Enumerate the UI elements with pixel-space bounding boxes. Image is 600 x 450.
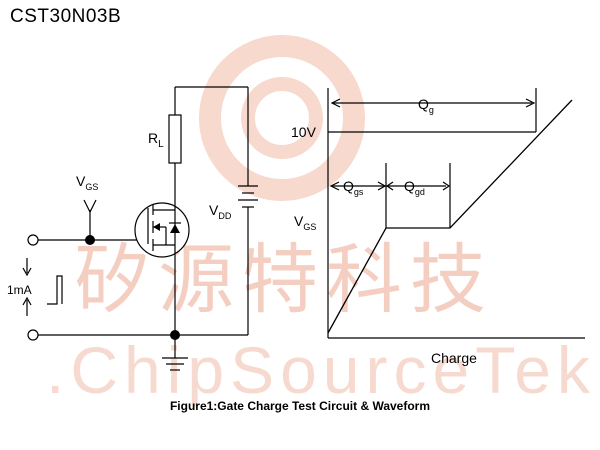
vdd-label: VDD [209, 202, 232, 221]
qg-label: Qg [418, 96, 434, 115]
vgs-curve [327, 99, 573, 334]
ground-symbol [162, 335, 188, 371]
waveform: Qg Qgs Qgd 10V VGS Charge [291, 88, 585, 366]
figure-caption: Figure1:Gate Charge Test Circuit & Wavef… [169, 399, 431, 413]
vdd-battery [238, 87, 258, 335]
part-number: CST30N03B [10, 6, 122, 27]
vgs-axis-label: VGS [294, 213, 316, 232]
qgs-label: Qgs [343, 178, 364, 197]
qgd-label: Qgd [404, 178, 425, 197]
current-source [22, 258, 63, 316]
rl-label: RL [148, 130, 164, 150]
test-circuit: RL VGS VDD 1mA [7, 86, 258, 371]
mosfet-symbol [134, 197, 190, 335]
source-terminal [27, 329, 39, 341]
load-resistor [168, 114, 182, 164]
watermark-chinese: 矽源特科技 [74, 235, 494, 324]
current-source-label: 1mA [7, 283, 32, 297]
voltage-label: 10V [291, 124, 317, 140]
gate-terminal [27, 234, 39, 246]
charge-axis-label: Charge [431, 350, 477, 366]
watermark-english: .ChipSourceTek. [46, 333, 600, 407]
vgs-probe-label: VGS [76, 173, 98, 192]
